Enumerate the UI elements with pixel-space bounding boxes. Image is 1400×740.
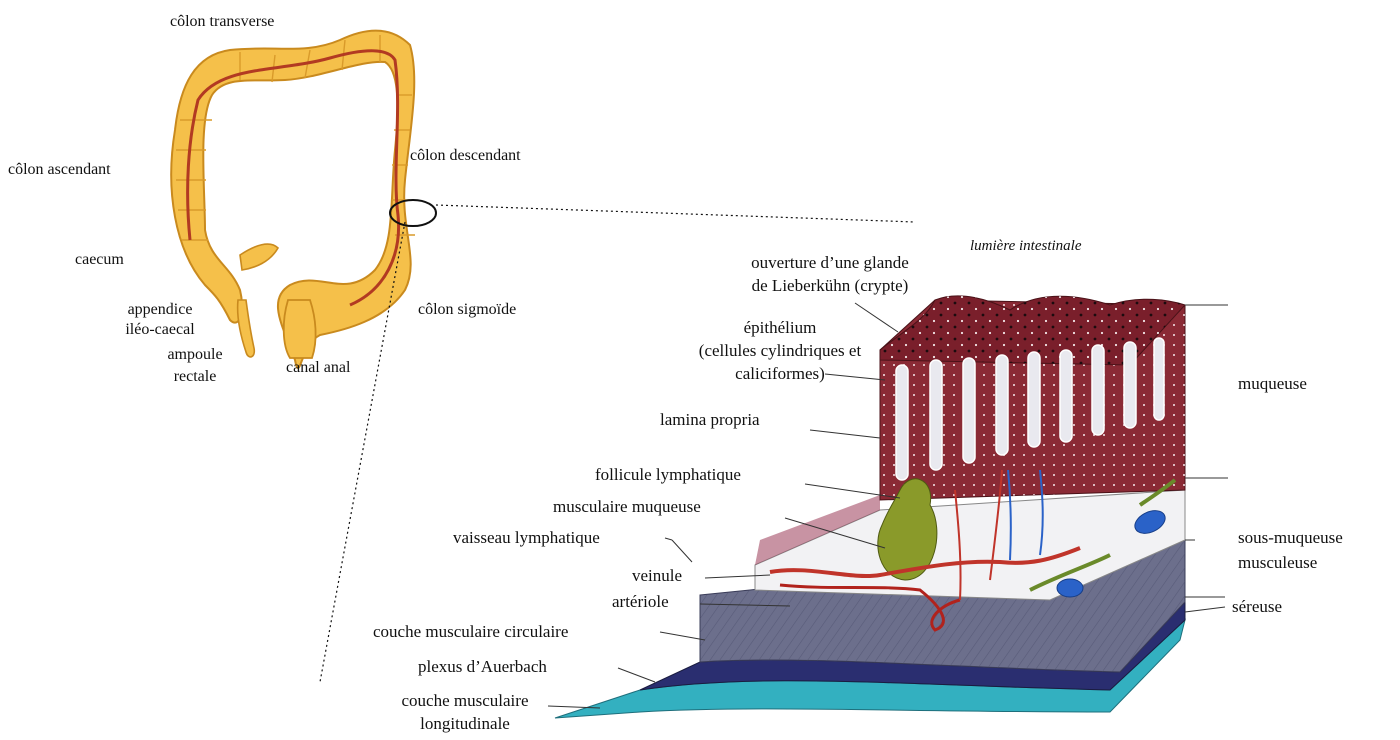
label-caecum: caecum xyxy=(75,250,124,270)
label-muscularis-mucosae: musculaire muqueuse xyxy=(553,497,701,517)
label-descending-colon: côlon descendant xyxy=(410,146,521,166)
label-serosa: séreuse xyxy=(1232,597,1282,617)
label-longitudinal-2: longitudinale xyxy=(380,714,550,734)
label-muscularis: musculeuse xyxy=(1238,553,1317,573)
label-lamina-propria: lamina propria xyxy=(660,410,760,430)
label-epithelium-1: épithélium xyxy=(660,318,900,338)
label-rectal-1: ampoule xyxy=(150,345,240,365)
label-longitudinal-1: couche musculaire xyxy=(380,691,550,711)
leader-circular xyxy=(660,632,705,640)
label-epithelium-2: (cellules cylindriques et xyxy=(660,341,900,361)
rectum-shape xyxy=(284,300,316,358)
label-arteriole: artériole xyxy=(612,592,669,612)
label-gland-opening-2: de Lieberkühn (crypte) xyxy=(710,276,950,296)
bracket-serosa-b xyxy=(1185,607,1225,612)
leader-lymph-vessel-b xyxy=(672,540,692,562)
label-ascending-colon: côlon ascendant xyxy=(8,160,111,180)
leader-auerbach xyxy=(618,668,655,682)
label-epithelium-3: caliciformes) xyxy=(660,364,900,384)
label-auerbach-plexus: plexus d’Auerbach xyxy=(418,657,547,677)
ileum-shape xyxy=(240,244,278,270)
label-lymph-follicle: follicule lymphatique xyxy=(595,465,741,485)
label-intestinal-lumen: lumière intestinale xyxy=(970,236,1082,256)
leader-lamina xyxy=(810,430,880,438)
leader-lymph-vessel-a xyxy=(665,538,672,540)
zoom-line-right xyxy=(436,205,915,222)
label-sigmoid-colon: côlon sigmoïde xyxy=(418,300,516,320)
blue-vessel-center xyxy=(1057,579,1083,597)
label-mucosa: muqueuse xyxy=(1238,374,1307,394)
label-venule: veinule xyxy=(632,566,682,586)
label-gland-opening-1: ouverture d’une glande xyxy=(710,253,950,273)
label-rectal-2: rectale xyxy=(150,367,240,387)
label-appendix-2: iléo-caecal xyxy=(110,320,210,340)
label-transverse-colon: côlon transverse xyxy=(170,12,274,32)
label-anal-canal: canal anal xyxy=(286,358,350,378)
label-appendix-1: appendice xyxy=(110,300,210,320)
label-submucosa: sous-muqueuse xyxy=(1238,528,1343,548)
appendix-shape xyxy=(238,300,255,357)
label-lymph-vessel: vaisseau lymphatique xyxy=(453,528,600,548)
label-circular-muscle: couche musculaire circulaire xyxy=(373,622,568,642)
large-intestine xyxy=(171,30,436,368)
